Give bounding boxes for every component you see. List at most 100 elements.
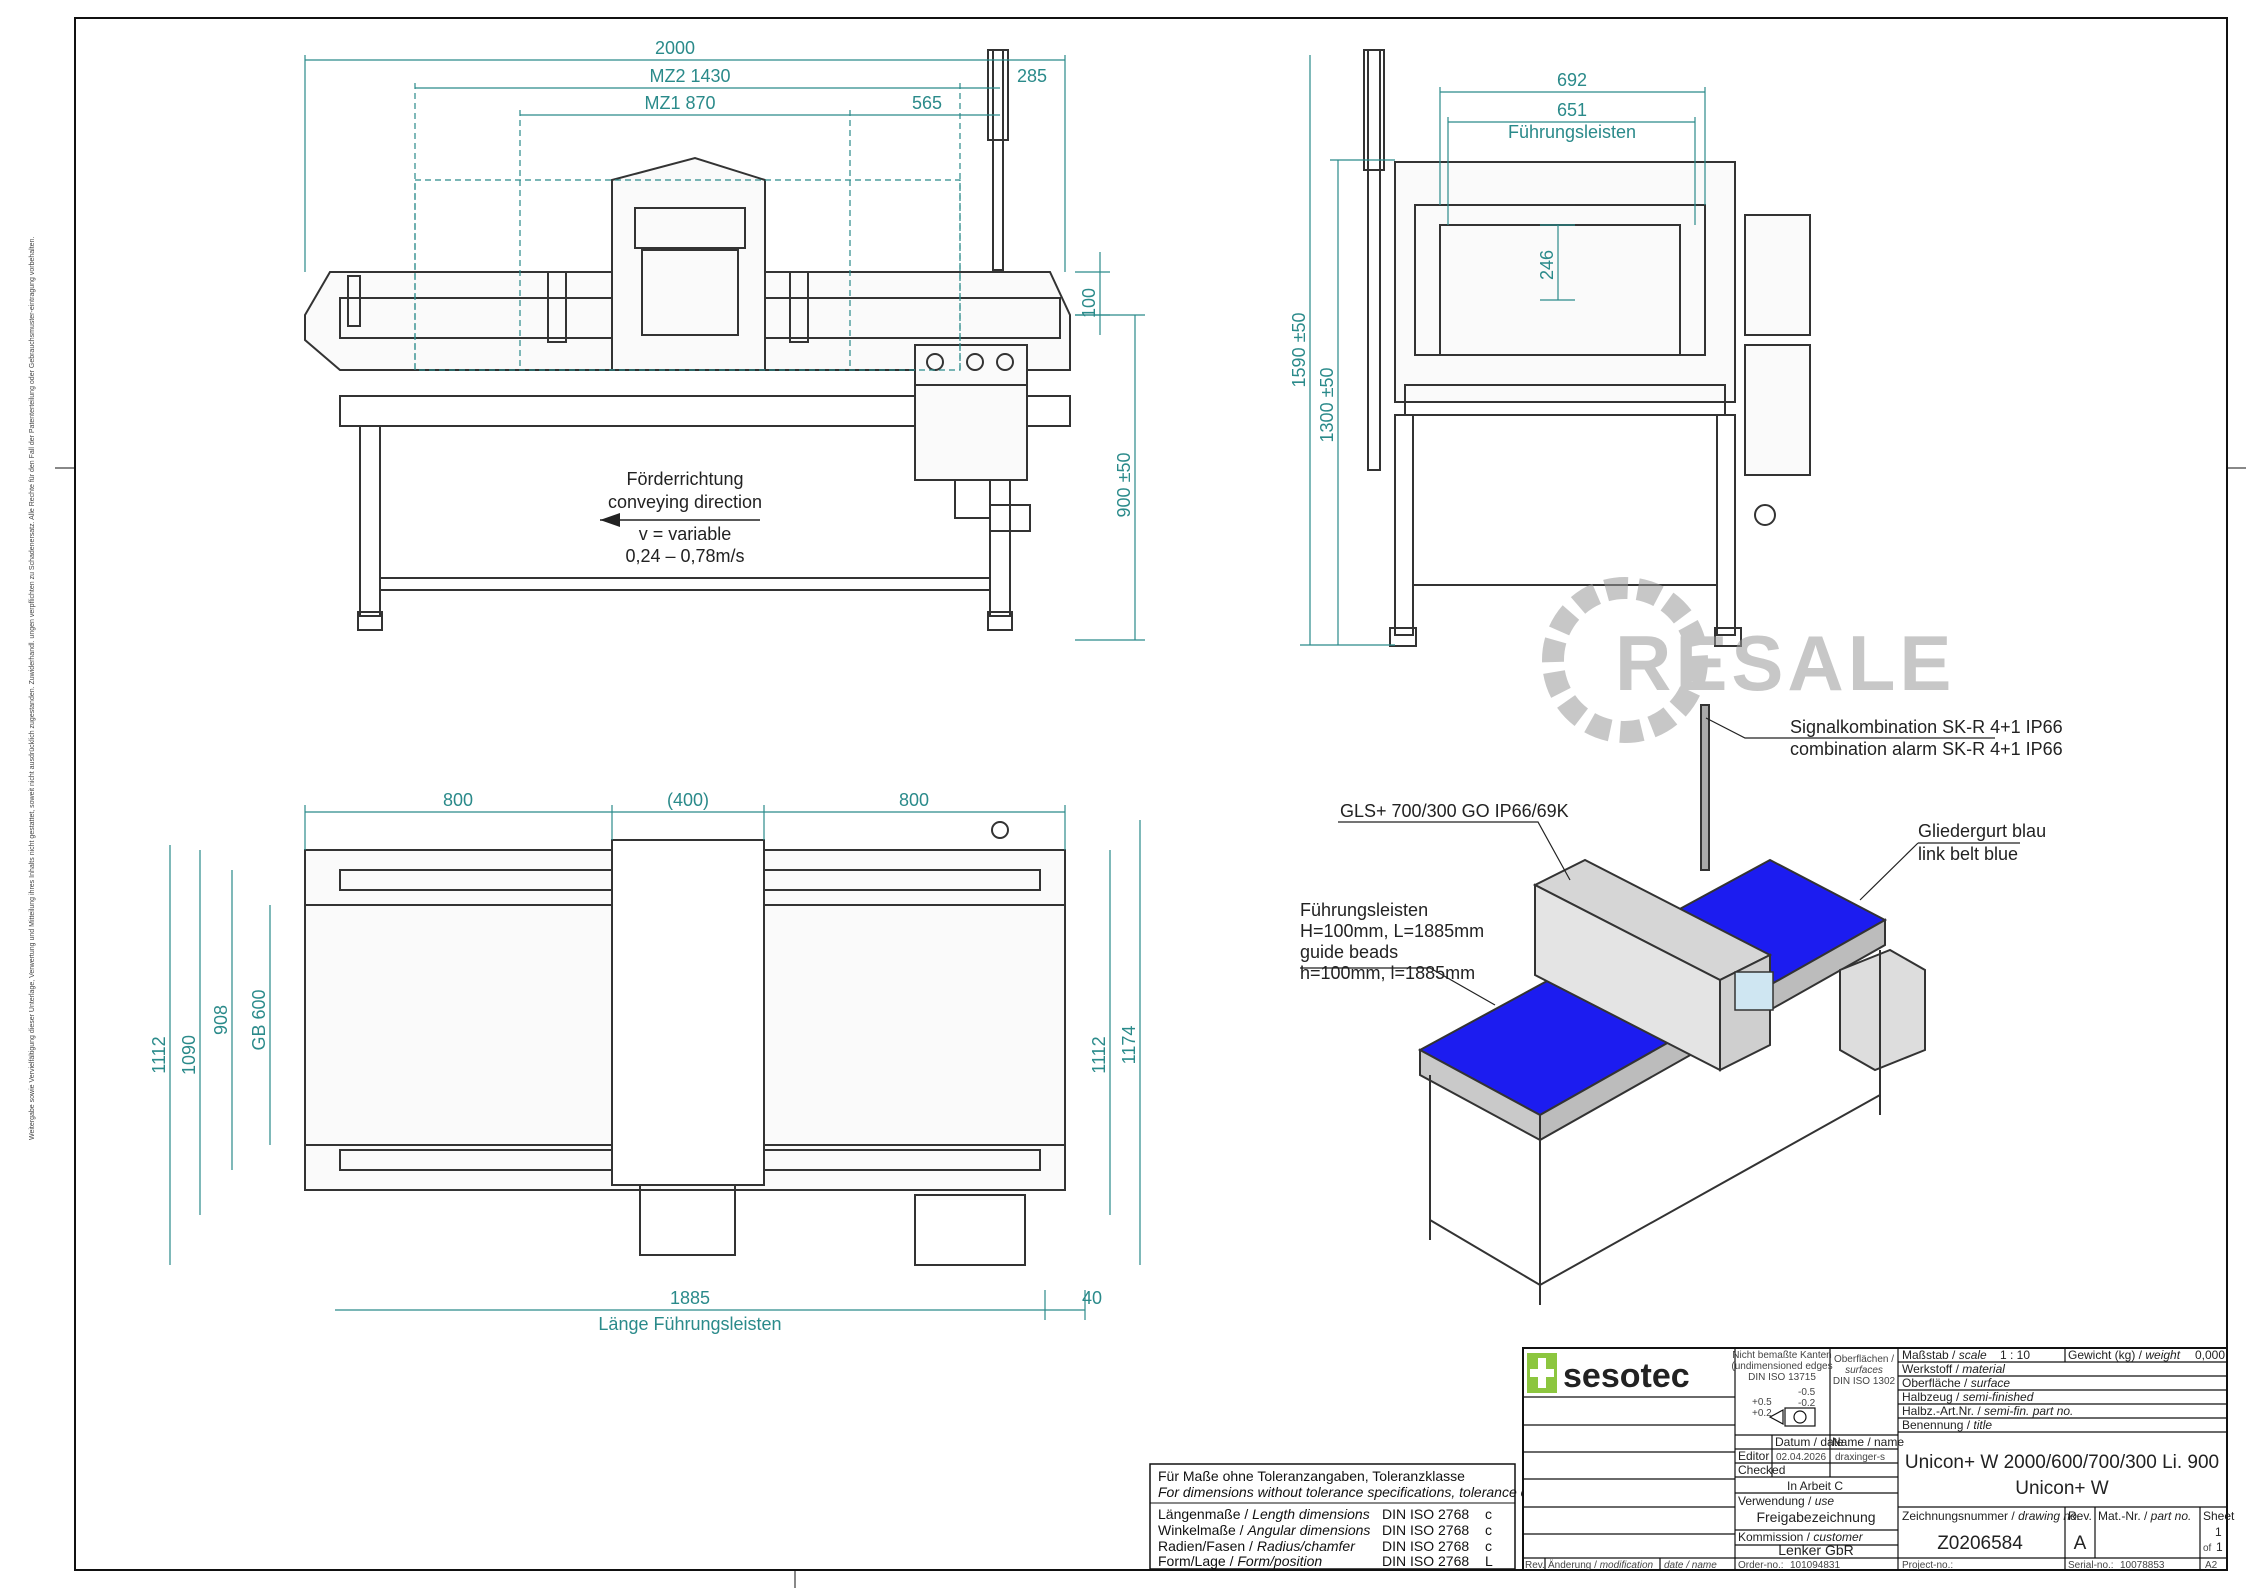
dim-40: 40 <box>1082 1288 1102 1308</box>
dim-1885: 1885 <box>670 1288 710 1308</box>
scale-value: 1 : 10 <box>2000 1348 2030 1362</box>
gls-label: GLS+ 700/300 GO IP66/69K <box>1340 801 1569 821</box>
svg-text:DIN ISO 2768: DIN ISO 2768 <box>1382 1538 1469 1554</box>
edges-note-1: Nicht bemaßte Kanten <box>1732 1350 1832 1361</box>
dim-mz1: MZ1 870 <box>644 93 715 113</box>
svg-text:DIN ISO 2768: DIN ISO 2768 <box>1382 1522 1469 1538</box>
scale-label: Maßstab / scale <box>1902 1348 1987 1362</box>
revision: A <box>2074 1533 2087 1554</box>
sheet-total: 1 <box>2216 1540 2223 1554</box>
iso-leaders <box>1300 717 2020 1006</box>
top-view <box>304 821 1066 1266</box>
dim-gb600: GB 600 <box>249 989 269 1050</box>
surfaces-note-1: Oberflächen / <box>1834 1354 1894 1365</box>
project-label: Project-no.: <box>1902 1560 1953 1571</box>
tol-plus: +0.5 <box>1752 1397 1772 1408</box>
tolerance-row: Form/Lage / Form/position DIN ISO 2768 L <box>1158 1553 1493 1569</box>
svg-text:c: c <box>1485 1522 1492 1538</box>
editor-name: draxinger-s <box>1835 1452 1885 1463</box>
side-view-dimensions <box>1300 55 1706 646</box>
tol-plus-2: +0.2 <box>1752 1408 1772 1419</box>
sheet-frame <box>74 17 2228 1571</box>
tolerance-subtitle: For dimensions without tolerance specifi… <box>1158 1484 1553 1500</box>
dim-565: 565 <box>912 93 942 113</box>
dim-1090: 1090 <box>179 1035 199 1075</box>
svg-text:Weitergabe sowie Vervielfältig: Weitergabe sowie Vervielfältigung dieser… <box>29 237 36 1140</box>
serial-number: 10078853 <box>2120 1560 2165 1571</box>
svg-text:RESALE: RESALE <box>1615 619 1955 707</box>
svg-text:c: c <box>1485 1506 1492 1522</box>
conveying-arrow-icon <box>600 513 760 527</box>
title-label: Benennung / title <box>1902 1418 1992 1432</box>
dim-1112-right: 1112 <box>1089 1036 1109 1073</box>
drawing-number: Z0206584 <box>1937 1533 2023 1554</box>
tolerance-row: Radien/Fasen / Radius/chamfer DIN ISO 27… <box>1158 1538 1492 1554</box>
dim-400: (400) <box>667 790 709 810</box>
semi-part-label: Halbz.-Art.Nr. / semi-fin. part no. <box>1902 1404 2073 1418</box>
dim-692: 692 <box>1557 70 1587 90</box>
svg-text:Radien/Fasen / Radius/chamfer: Radien/Fasen / Radius/chamfer <box>1158 1538 1356 1554</box>
sheet-of: of <box>2203 1543 2212 1554</box>
sheet-label: Sheet <box>2203 1509 2235 1523</box>
customer-name: Lenker GbR <box>1778 1542 1853 1558</box>
use-label: Verwendung / use <box>1738 1494 1834 1508</box>
rev-col-label: Rev. <box>1525 1560 1545 1571</box>
tolerance-row: Längenmaße / Length dimensions DIN ISO 2… <box>1158 1506 1492 1522</box>
edges-note-3: DIN ISO 13715 <box>1748 1372 1816 1383</box>
speed-variable: v = variable <box>639 524 732 544</box>
weight-value: 0,000 <box>2195 1348 2225 1362</box>
signal-combination-de: Signalkombination SK-R 4+1 IP66 <box>1790 717 2063 737</box>
sesotec-logo: sesotec <box>1527 1353 1690 1395</box>
paper-format: A2 <box>2205 1560 2218 1571</box>
tolerance-row: Winkelmaße / Angular dimensions DIN ISO … <box>1158 1522 1492 1538</box>
speed-range: 0,24 – 0,78m/s <box>625 546 744 566</box>
customer-label: Kommission / customer <box>1738 1530 1864 1544</box>
release-label: Freigabezeichnung <box>1756 1509 1875 1525</box>
dim-2000: 2000 <box>655 38 695 58</box>
sheet-number: 1 <box>2215 1525 2222 1539</box>
dim-1590: 1590 ±50 <box>1289 313 1309 388</box>
link-belt-en: link belt blue <box>1918 844 2018 864</box>
signal-combination-en: combination alarm SK-R 4+1 IP66 <box>1790 739 2063 759</box>
dim-800-right: 800 <box>899 790 929 810</box>
material-label: Werkstoff / material <box>1902 1362 2005 1376</box>
dim-246: 246 <box>1537 250 1557 280</box>
drawing-title-2: Unicon+ W <box>2015 1478 2109 1499</box>
tolerance-title: Für Maße ohne Toleranzangaben, Toleranzk… <box>1158 1468 1465 1484</box>
name-col-label: Name / name <box>1832 1435 1904 1449</box>
iso-view <box>1417 704 1926 1305</box>
change-col-label: Änderung / modification <box>1548 1559 1654 1571</box>
top-view-dimensions <box>169 805 1141 1320</box>
edges-note-2: (undimensioned edges <box>1731 1361 1832 1372</box>
svg-text:DIN ISO 2768: DIN ISO 2768 <box>1382 1506 1469 1522</box>
guide-beads-3: guide beads <box>1300 942 1398 962</box>
svg-text:Längenmaße / Length dimensions: Längenmaße / Length dimensions <box>1158 1506 1370 1522</box>
length-guide-label: Länge Führungsleisten <box>598 1314 781 1334</box>
dim-800-left: 800 <box>443 790 473 810</box>
svg-text:c: c <box>1485 1538 1492 1554</box>
guide-beads-1: Führungsleisten <box>1300 900 1428 920</box>
weight-label: Gewicht (kg) / weight <box>2068 1348 2181 1362</box>
svg-text:Form/Lage / Form/position: Form/Lage / Form/position <box>1158 1553 1322 1569</box>
legal-note: Weitergabe sowie Vervielfältigung dieser… <box>29 237 36 1140</box>
tol-minus-2: -0.2 <box>1798 1398 1816 1409</box>
front-view-dimensions <box>304 55 1145 641</box>
editor-label: Editor <box>1738 1449 1769 1463</box>
svg-text:Winkelmaße / Angular dimension: Winkelmaße / Angular dimensions <box>1158 1522 1370 1538</box>
dim-1174: 1174 <box>1119 1026 1139 1065</box>
part-no-label: Mat.-Nr. / part no. <box>2098 1509 2191 1523</box>
date-name-col-label: date / name <box>1664 1560 1717 1571</box>
drawing-title-1: Unicon+ W 2000/600/700/300 Li. 900 <box>1905 1452 2219 1473</box>
link-belt-de: Gliedergurt blau <box>1918 821 2046 841</box>
surface-label: Oberfläche / surface <box>1902 1376 2010 1390</box>
conveying-direction-en: conveying direction <box>608 492 762 512</box>
dim-908: 908 <box>211 1005 231 1035</box>
guide-beads-4: h=100mm, l=1885mm <box>1300 963 1475 983</box>
svg-text:sesotec: sesotec <box>1563 1357 1690 1395</box>
date-col-label: Datum / date <box>1775 1435 1844 1449</box>
in-arbeit: In Arbeit C <box>1787 1479 1843 1493</box>
conveying-direction-de: Förderrichtung <box>626 469 743 489</box>
guide-beads-2: H=100mm, L=1885mm <box>1300 921 1484 941</box>
title-block <box>1522 1347 2228 1571</box>
